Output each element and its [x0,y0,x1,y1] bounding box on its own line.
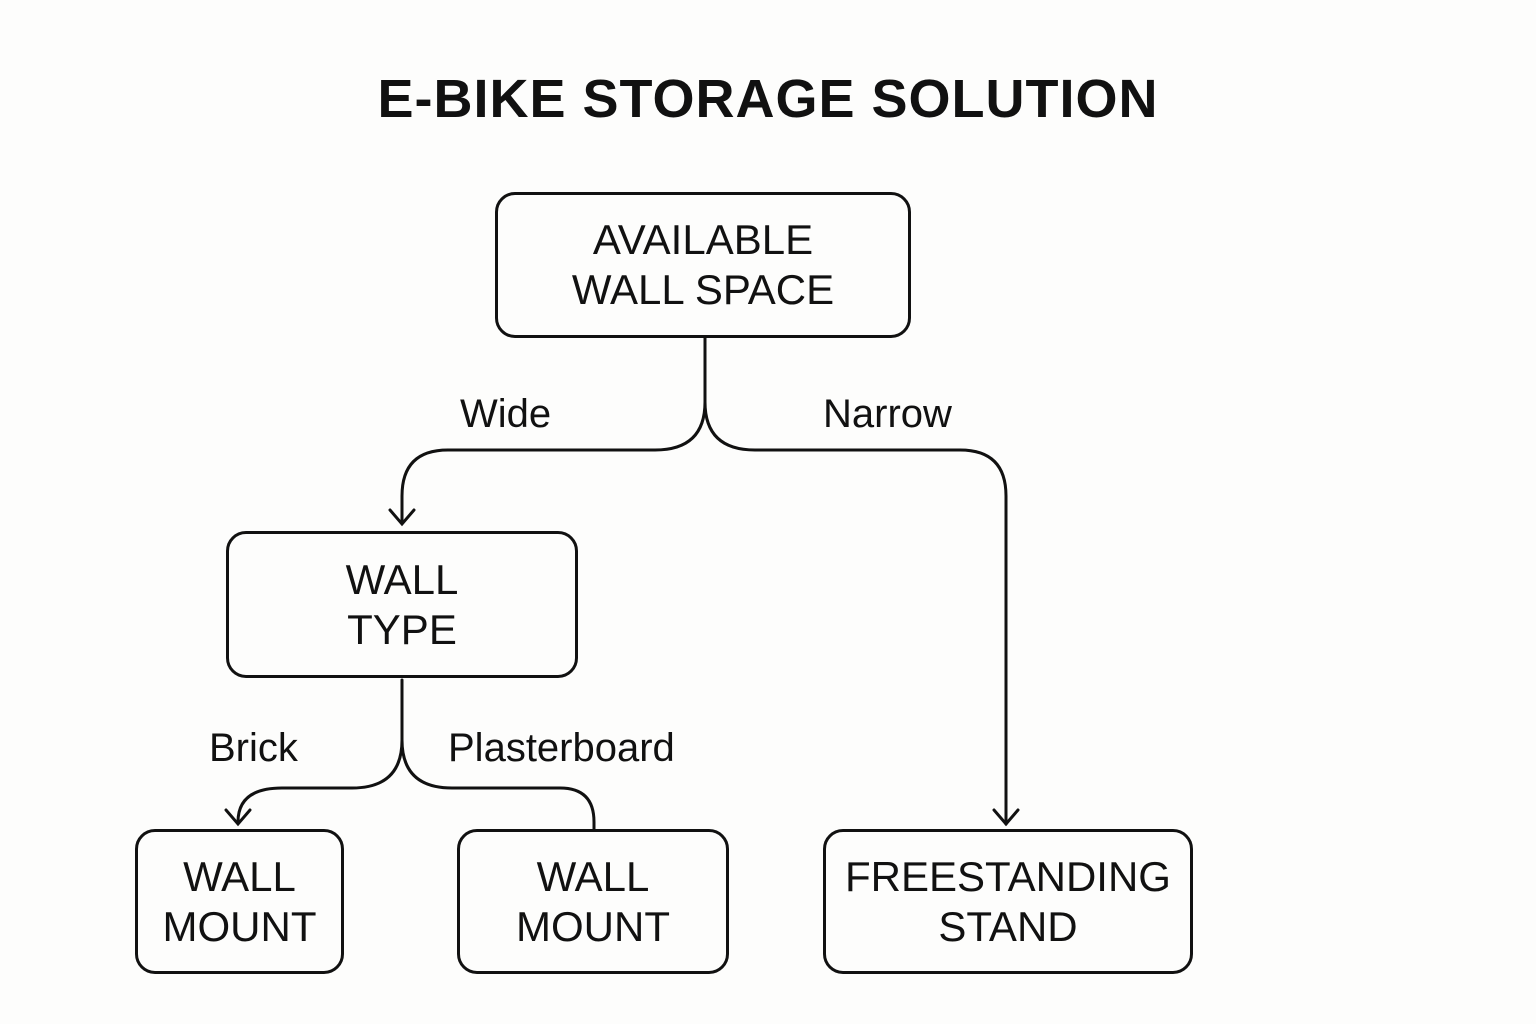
edge-label-plasterboard: Plasterboard [448,726,675,770]
edge-label-narrow: Narrow [823,392,952,436]
arrowhead-freestanding [992,808,1020,827]
edge-walltype-plaster [400,738,596,832]
diagram-title: E-BIKE STORAGE SOLUTION [377,69,1159,129]
edge-walltype-brick [236,678,404,824]
node-wall-mount-plasterboard: WALL MOUNT [457,829,729,974]
node-wall-type: WALL TYPE [226,531,578,678]
edge-root-narrow [703,400,1008,826]
edge-label-brick: Brick [209,726,298,770]
arrowhead-wall-type [388,508,416,527]
edge-root-wide [400,336,707,524]
arrowhead-brick [224,808,252,827]
node-wall-mount-brick: WALL MOUNT [135,829,344,974]
node-available-wall-space: AVAILABLE WALL SPACE [495,192,911,338]
node-freestanding-stand: FREESTANDING STAND [823,829,1193,974]
edge-label-wide: Wide [460,392,552,436]
